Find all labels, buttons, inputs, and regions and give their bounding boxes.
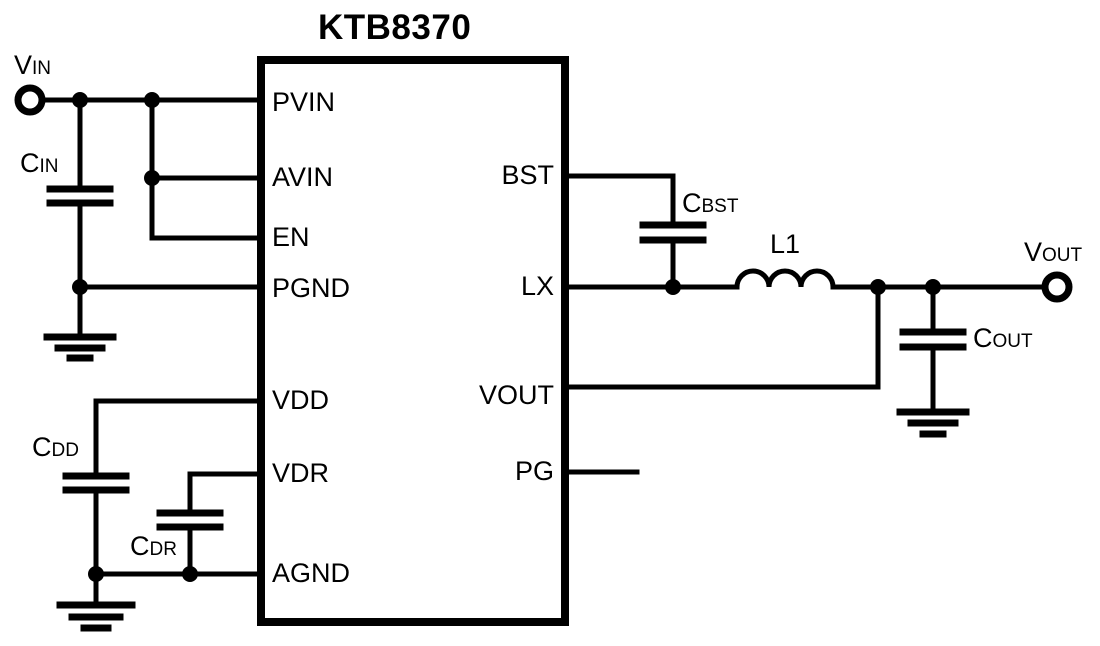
pin-label-vout: VOUT — [478, 380, 554, 410]
page-title: KTB8370 — [318, 8, 472, 47]
cout-label: COUT — [973, 325, 1033, 355]
cdd-label-sub: DD — [51, 440, 79, 461]
junction-dot — [72, 279, 88, 295]
vin-terminal-circle[interactable] — [14, 84, 46, 116]
pin-label-pvin: PVIN — [272, 87, 336, 117]
junction-dot — [870, 279, 886, 295]
cdr-label: CDR — [130, 533, 177, 563]
vin-terminal-label: VIN — [14, 52, 51, 82]
vout-label-sub: OUT — [1042, 245, 1083, 266]
l1-label-base: L1 — [770, 229, 801, 259]
junction-dot — [144, 92, 160, 108]
l1-label: L1 — [770, 231, 800, 258]
chip-body[interactable] — [257, 56, 569, 626]
cbst-label-base: C — [682, 188, 702, 218]
pin-label-pgnd: PGND — [272, 273, 351, 303]
cdr-label-base: C — [130, 531, 150, 561]
junction-dot — [88, 566, 104, 582]
cin-label-sub: IN — [39, 156, 59, 177]
cdd-label-base: C — [32, 432, 52, 462]
pin-label-vdd: VDD — [272, 385, 330, 415]
pin-label-en: EN — [272, 222, 310, 252]
vout-terminal-circle[interactable] — [1041, 271, 1073, 303]
cdr-label-sub: DR — [149, 539, 177, 560]
junction-dot — [182, 566, 198, 582]
vout-terminal-label: VOUT — [1024, 239, 1082, 269]
vin-label-sub: IN — [32, 58, 52, 79]
inductor-l1-coil — [734, 268, 836, 290]
junction-dot — [144, 170, 160, 186]
cbst-label-sub: BST — [701, 196, 739, 217]
cin-label-base: C — [20, 148, 40, 178]
pin-label-pg: PG — [514, 456, 554, 486]
vout-label-base: V — [1024, 237, 1043, 267]
cin-label: CIN — [20, 150, 59, 180]
cout-label-base: C — [973, 323, 993, 353]
pin-label-avin: AVIN — [272, 162, 334, 192]
cdd-label: CDD — [32, 434, 79, 464]
vin-label-base: V — [14, 50, 33, 80]
junction-dot — [925, 279, 941, 295]
pin-label-bst: BST — [501, 160, 554, 190]
junction-dot — [72, 92, 88, 108]
cout-label-sub: OUT — [992, 331, 1033, 352]
cbst-label: CBST — [682, 190, 738, 220]
pin-label-lx: LX — [520, 271, 554, 301]
pin-label-vdr: VDR — [272, 458, 330, 488]
pin-label-agnd: AGND — [272, 558, 351, 588]
junction-dot — [665, 279, 681, 295]
